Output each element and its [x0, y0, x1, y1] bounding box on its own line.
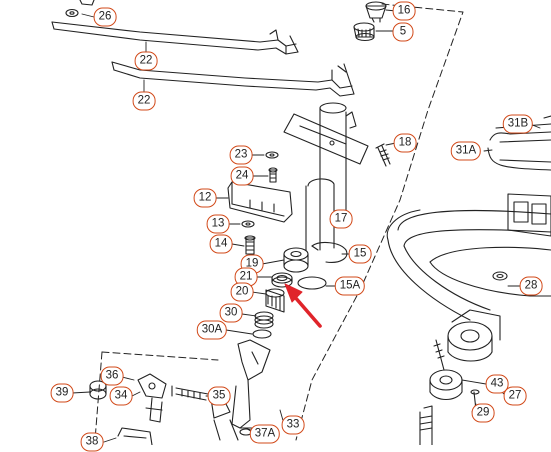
callout-39: 39 [50, 383, 74, 403]
steering-column-tube [305, 102, 347, 251]
callout-13: 13 [206, 214, 230, 234]
spring-ring-part [271, 272, 293, 288]
lower-hub-part [429, 369, 463, 401]
ring-washer-part [241, 220, 255, 228]
dashed-boundary [94, 3, 464, 441]
shaft-spline-part [419, 405, 433, 445]
hub-part [447, 309, 501, 362]
cam-part [89, 380, 107, 400]
callout-14: 14 [209, 234, 233, 254]
callout-16: 16 [392, 1, 416, 21]
callout-26: 26 [93, 7, 117, 27]
bracket-lower-left [117, 427, 153, 445]
cap-part [365, 1, 387, 23]
callout-37A: 37A [249, 424, 281, 444]
callout-20: 20 [230, 282, 254, 302]
callout-33: 33 [281, 415, 305, 435]
callout-43: 43 [485, 374, 509, 394]
callout-30: 30 [219, 303, 243, 323]
callout-15A: 15A [334, 276, 366, 296]
callout-30A: 30A [196, 320, 228, 340]
callout-22-lower: 22 [132, 91, 156, 111]
red-arrow [284, 283, 322, 328]
o-ring-part [297, 276, 327, 290]
knurled-nut-part [353, 22, 375, 42]
callout-15: 15 [348, 244, 372, 264]
washer-part [65, 0, 95, 18]
callout-5: 5 [392, 22, 414, 42]
callout-31A: 31A [450, 141, 482, 161]
bolt-part [244, 235, 256, 255]
screw-part [375, 143, 391, 167]
callout-34: 34 [109, 386, 133, 406]
spring-part [254, 311, 274, 329]
callout-29: 29 [471, 403, 495, 423]
callout-31B: 31B [502, 114, 534, 134]
lever-rod-upper [51, 21, 299, 55]
callout-18: 18 [393, 133, 417, 153]
retaining-ring-part [252, 329, 272, 339]
clamp-block-part [227, 181, 293, 223]
long-screw-part [171, 385, 209, 401]
callout-23: 23 [229, 145, 253, 165]
circlip-part [311, 241, 348, 263]
steering-wheel [386, 193, 551, 321]
callout-28: 28 [519, 276, 543, 296]
callout-17: 17 [329, 209, 353, 229]
callout-35: 35 [207, 386, 231, 406]
callout-21: 21 [234, 267, 258, 287]
callout-22-upper: 22 [134, 51, 158, 71]
mounting-bracket [283, 111, 369, 165]
callout-36: 36 [100, 366, 124, 386]
callout-24: 24 [230, 166, 254, 186]
grub-screw-part [268, 167, 278, 183]
callout-38: 38 [80, 432, 104, 452]
switch-lever-part [137, 373, 167, 423]
small-washer-part [265, 151, 279, 159]
callout-12: 12 [193, 188, 217, 208]
bushing-part [283, 247, 309, 273]
sleeve-part [265, 288, 285, 313]
callout-27: 27 [503, 386, 527, 406]
